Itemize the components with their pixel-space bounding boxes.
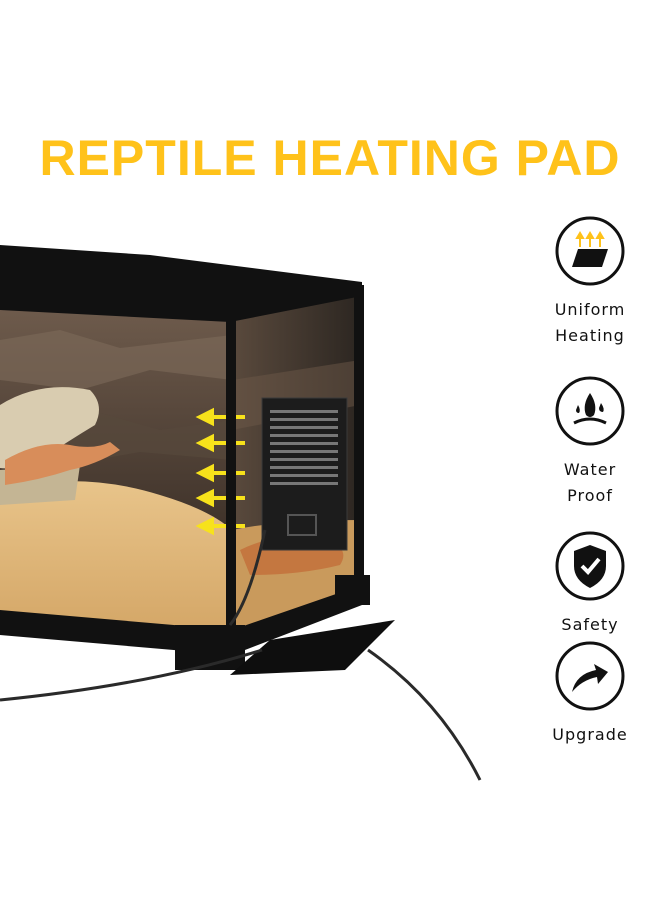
feature-label-line1: Upgrade [552,725,628,744]
page-title: REPTILE HEATING PAD [39,130,621,186]
uniform-heating-icon [555,216,625,286]
feature-label-line1: Uniform [554,300,626,319]
feature-upgrade: Upgrade [520,640,660,748]
terrarium-product-image [0,245,482,781]
safety-shield-icon [555,531,625,601]
feature-label-line2: Heating [555,326,625,345]
feature-label-line2: Proof [567,486,613,505]
feature-safety: Safety [520,530,660,638]
upgrade-arrow-icon [555,641,625,711]
feature-label-line1: Safety [561,615,619,634]
feature-uniform-heating: Uniform Heating [520,215,660,349]
waterproof-icon [555,376,625,446]
feature-label-line1: Water [563,460,617,479]
feature-waterproof: Water Proof [520,375,660,509]
